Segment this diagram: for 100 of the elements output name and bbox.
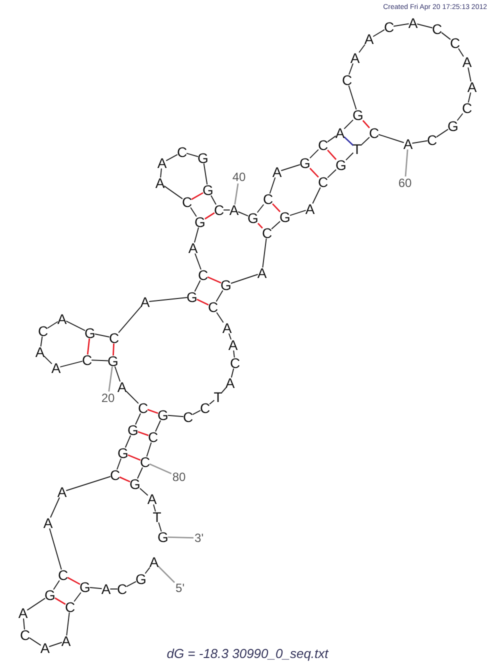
- nucleotide-letter: A: [225, 376, 235, 390]
- nucleotide-letter: T: [152, 510, 162, 524]
- connector-line: [167, 414, 184, 418]
- nucleotide-letter: G: [44, 588, 56, 602]
- nucleotide-letter: C: [450, 36, 460, 50]
- nucleotide-letter: C: [116, 582, 128, 596]
- connector-line: [119, 476, 130, 482]
- nucleotide-letter: G: [118, 446, 128, 460]
- connector-line: [194, 227, 200, 243]
- nucleotide-letter: A: [147, 492, 157, 506]
- nucleotide-letter: T: [352, 142, 362, 156]
- connector-line: [269, 177, 276, 194]
- nucleotide-letter: C: [318, 175, 328, 189]
- connector-line: [168, 536, 194, 539]
- nucleotide-letter: G: [158, 530, 168, 544]
- nucleotide-letter: A: [364, 32, 374, 46]
- connector-line: [327, 169, 337, 178]
- connector-line: [138, 431, 149, 436]
- connector-line: [271, 220, 281, 230]
- connector-line: [158, 522, 162, 532]
- connector-line: [327, 135, 336, 142]
- connector-line: [124, 435, 132, 448]
- connector-line: [166, 154, 178, 162]
- connector-line: [441, 32, 451, 40]
- connector-line: [108, 366, 113, 392]
- nucleotide-letter: A: [40, 641, 50, 655]
- nucleotide-letter: C: [140, 455, 150, 469]
- nucleotide-letter: G: [130, 477, 140, 491]
- connector-line: [209, 400, 215, 405]
- nucleotide-letter: C: [426, 133, 438, 147]
- nucleotide-letter: A: [229, 203, 239, 217]
- connector-line: [312, 187, 321, 204]
- nucleotide-letter: C: [138, 401, 148, 415]
- nucleotide-letter: C: [148, 430, 158, 444]
- connector-line: [67, 576, 80, 585]
- connector-line: [262, 238, 267, 268]
- nucleotide-letter: G: [84, 326, 96, 340]
- connector-line: [436, 128, 449, 138]
- connector-line: [128, 454, 141, 461]
- connector-line: [358, 44, 366, 53]
- connector-line: [207, 276, 222, 284]
- connector-line: [47, 321, 58, 329]
- connector-line: [74, 592, 82, 602]
- connector-line: [228, 333, 232, 340]
- connector-line: [137, 467, 143, 479]
- connector-line: [348, 63, 354, 75]
- nucleotide-letter: C: [432, 22, 442, 36]
- nucleotide-letter: G: [448, 119, 458, 133]
- connector-line: [362, 120, 370, 128]
- connector-line: [194, 253, 202, 270]
- caption: dG = -18.3 30990_0_seq.txt: [166, 646, 328, 661]
- nucleotide-letter: A: [335, 126, 345, 140]
- connector-line: [230, 368, 234, 378]
- connector-line: [40, 336, 43, 347]
- nucleotide-letter: C: [318, 138, 328, 152]
- nucleotide-letter: C: [20, 628, 30, 642]
- position-number: 20: [101, 392, 115, 404]
- connector-line: [345, 152, 354, 161]
- nucleotide-letter: C: [214, 203, 224, 217]
- nucleotide-letter: G: [158, 408, 168, 422]
- connector-line: [190, 207, 197, 217]
- nucleotide-letter: C: [64, 600, 76, 614]
- connector-line: [468, 67, 472, 82]
- connector-line: [192, 410, 201, 416]
- connector-line: [196, 298, 209, 306]
- position-number: 3': [194, 532, 204, 544]
- connector-line: [348, 85, 357, 110]
- connector-line: [204, 212, 215, 220]
- connector-line: [234, 183, 239, 205]
- connector-line: [344, 136, 354, 146]
- nucleotide-letter: C: [82, 353, 92, 367]
- connector-line: [126, 581, 137, 588]
- connector-line: [272, 203, 281, 212]
- connector-line: [393, 23, 410, 27]
- nucleotide-letter: C: [262, 226, 272, 240]
- connector-line: [26, 598, 46, 611]
- connector-line: [233, 350, 235, 358]
- nucleotide-letter: A: [18, 606, 28, 620]
- connector-line: [186, 152, 199, 158]
- nucleotide-letter: C: [110, 468, 120, 482]
- nucleotide-letter: C: [342, 73, 352, 87]
- connector-line: [112, 343, 114, 356]
- position-number: 60: [398, 176, 412, 190]
- nucleotide-letter: C: [200, 401, 210, 415]
- nucleotide-letter: G: [202, 183, 214, 197]
- nucleotide-letter: G: [352, 108, 364, 122]
- connector-line: [23, 618, 25, 630]
- nucleotide-letter: A: [257, 266, 267, 280]
- position-number: 5': [176, 582, 184, 594]
- nucleotide-letter: A: [403, 137, 413, 151]
- connector-line: [144, 566, 150, 574]
- connector-line: [456, 113, 464, 121]
- connector-line: [60, 360, 83, 368]
- nucleotide-letter: G: [108, 354, 118, 368]
- nucleotide-letter: C: [230, 356, 240, 370]
- nucleotide-letter: C: [198, 268, 208, 282]
- nucleotide-letter: C: [262, 192, 274, 206]
- nucleotide-letter: A: [350, 51, 360, 65]
- connector-line: [160, 168, 162, 178]
- nucleotide-letter: C: [208, 300, 218, 314]
